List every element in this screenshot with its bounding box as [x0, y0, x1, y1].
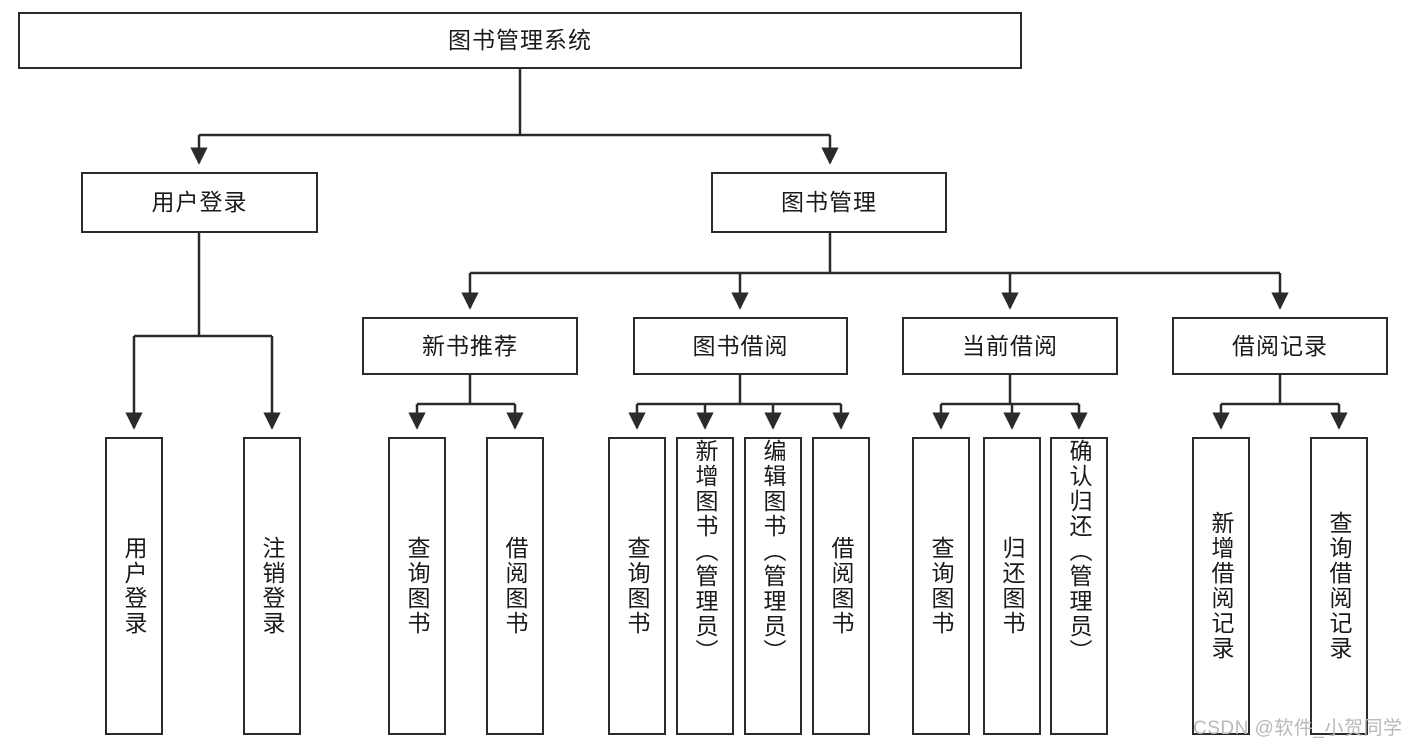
node-leaf-add-borrow-record[interactable]: 新增借阅记录 — [1192, 437, 1250, 735]
node-leaf-borrow-book-2[interactable]: 借阅图书 — [812, 437, 870, 735]
node-book-borrow[interactable]: 图书借阅 — [633, 317, 848, 375]
node-user-login-label: 用户登录 — [151, 189, 248, 216]
node-leaf-borrow-book-1[interactable]: 借阅图书 — [486, 437, 544, 735]
node-leaf-user-login[interactable]: 用户登录 — [105, 437, 163, 735]
node-leaf-add-book-admin[interactable]: 新增图书（管理员） — [676, 437, 734, 735]
node-leaf-borrow-book-1-label: 借阅图书 — [502, 536, 529, 636]
node-borrow-record-label: 借阅记录 — [1232, 332, 1328, 359]
node-book-borrow-label: 图书借阅 — [692, 332, 789, 359]
node-leaf-query-borrow-record-label: 查询借阅记录 — [1326, 511, 1353, 661]
node-leaf-confirm-return-admin-label: 确认归还（管理员） — [1066, 439, 1093, 664]
node-root[interactable]: 图书管理系统 — [18, 12, 1022, 69]
node-leaf-logout-login[interactable]: 注销登录 — [243, 437, 301, 735]
node-user-login[interactable]: 用户登录 — [81, 172, 318, 233]
node-leaf-return-book-label: 归还图书 — [999, 536, 1026, 636]
node-leaf-query-book-1-label: 查询图书 — [404, 536, 431, 636]
node-new-book-recommend-label: 新书推荐 — [422, 332, 518, 359]
node-leaf-add-book-admin-label: 新增图书（管理员） — [692, 439, 719, 664]
node-leaf-edit-book-admin-label: 编辑图书（管理员） — [760, 439, 787, 664]
node-book-manage[interactable]: 图书管理 — [711, 172, 947, 233]
node-leaf-confirm-return-admin[interactable]: 确认归还（管理员） — [1050, 437, 1108, 735]
node-leaf-edit-book-admin[interactable]: 编辑图书（管理员） — [744, 437, 802, 735]
node-leaf-query-borrow-record[interactable]: 查询借阅记录 — [1310, 437, 1368, 735]
node-root-label: 图书管理系统 — [448, 27, 592, 54]
node-leaf-user-login-label: 用户登录 — [121, 536, 148, 636]
watermark-text: CSDN @软件_小贺同学 — [1193, 718, 1403, 739]
node-new-book-recommend[interactable]: 新书推荐 — [362, 317, 578, 375]
node-current-borrow[interactable]: 当前借阅 — [902, 317, 1118, 375]
node-leaf-query-book-2[interactable]: 查询图书 — [608, 437, 666, 735]
node-leaf-query-book-3-label: 查询图书 — [928, 536, 955, 636]
node-leaf-add-borrow-record-label: 新增借阅记录 — [1208, 511, 1235, 661]
node-leaf-logout-login-label: 注销登录 — [259, 536, 286, 636]
node-leaf-query-book-1[interactable]: 查询图书 — [388, 437, 446, 735]
node-leaf-borrow-book-2-label: 借阅图书 — [828, 536, 855, 636]
node-leaf-query-book-2-label: 查询图书 — [624, 536, 651, 636]
node-leaf-query-book-3[interactable]: 查询图书 — [912, 437, 970, 735]
node-leaf-return-book[interactable]: 归还图书 — [983, 437, 1041, 735]
node-current-borrow-label: 当前借阅 — [962, 332, 1058, 359]
node-borrow-record[interactable]: 借阅记录 — [1172, 317, 1388, 375]
node-book-manage-label: 图书管理 — [781, 189, 877, 216]
